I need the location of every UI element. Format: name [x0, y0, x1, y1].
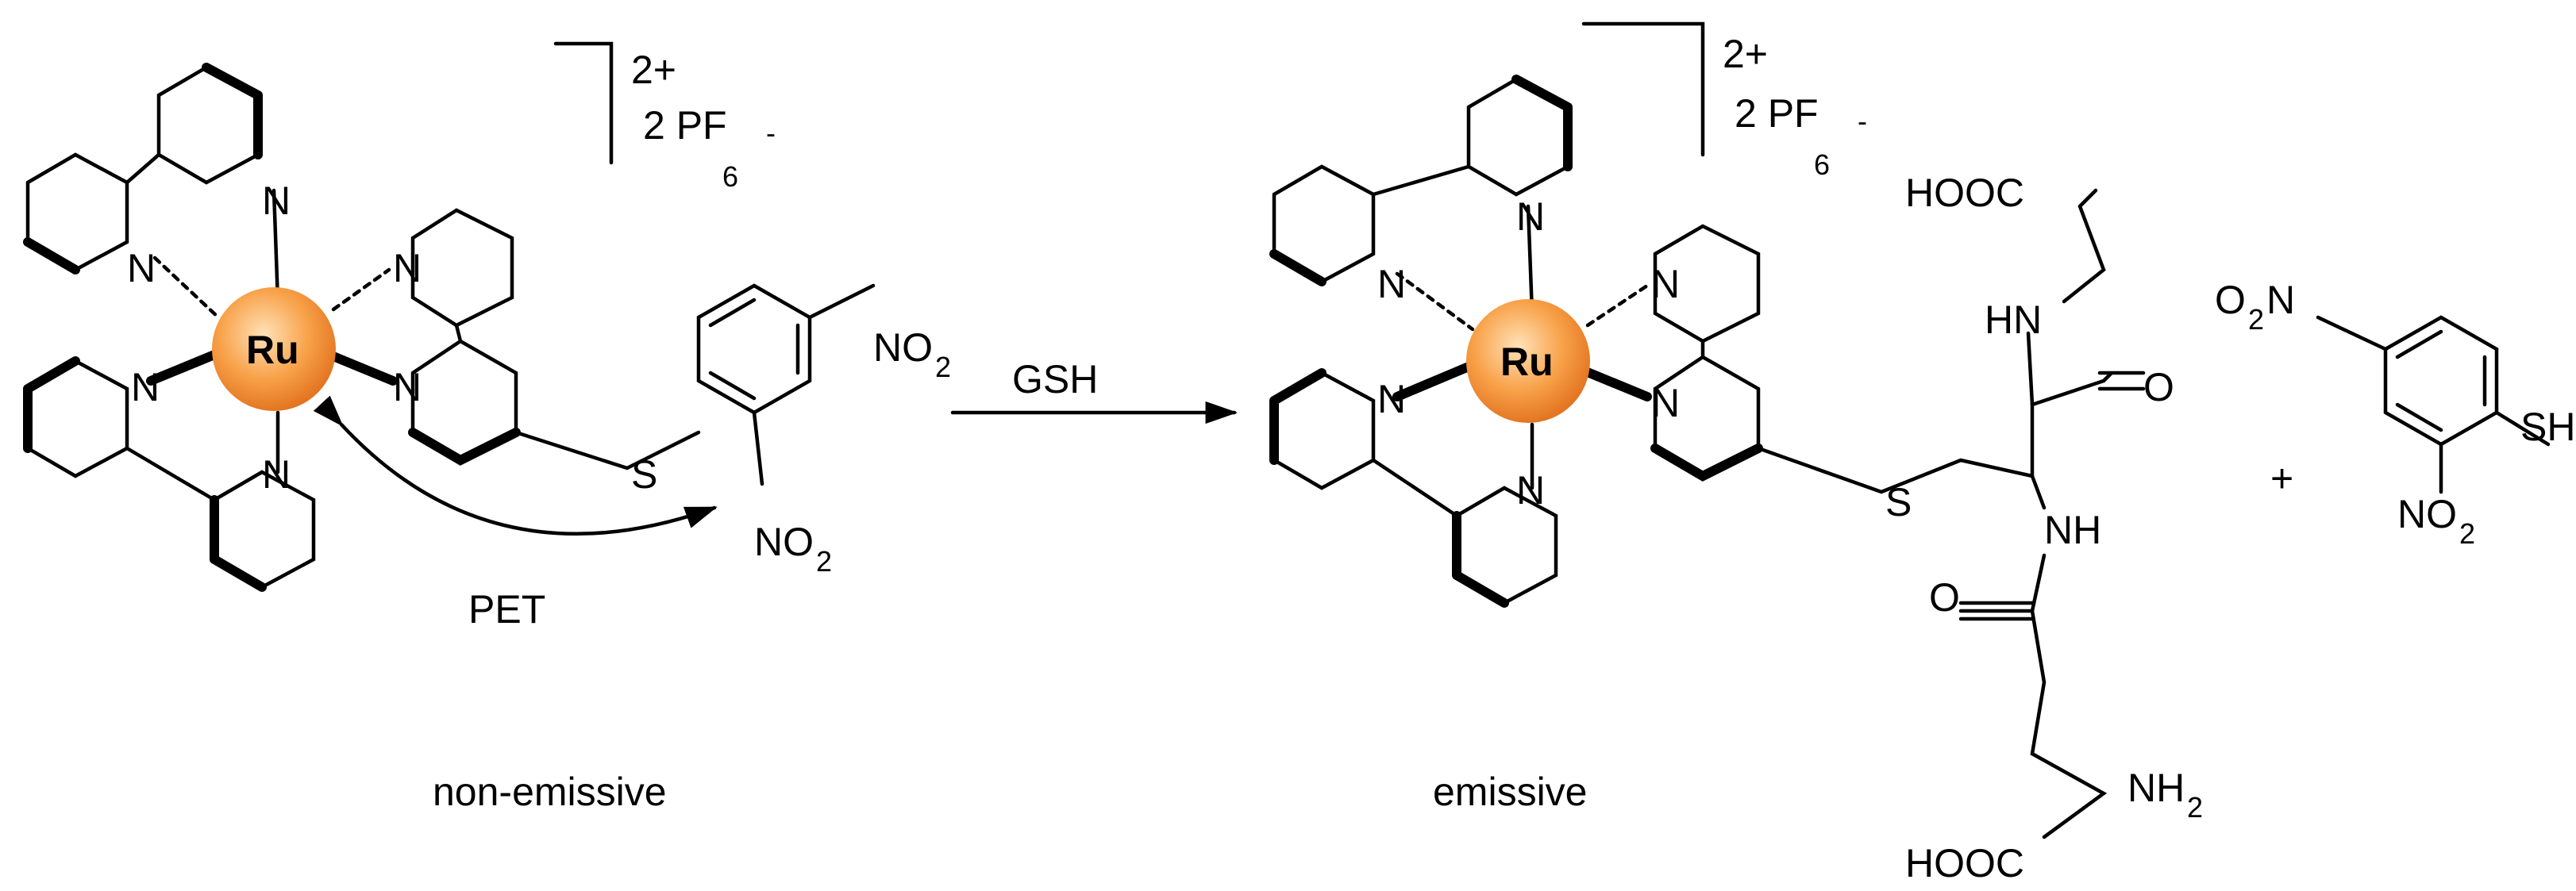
n-label: N	[131, 365, 160, 409]
no2-subscript-bottom: 2	[816, 545, 832, 578]
n-label: N	[393, 246, 422, 290]
counterion-label: 2 PF	[643, 103, 727, 148]
nh-label: NH	[2044, 508, 2101, 552]
pet-label: PET	[468, 587, 545, 632]
counterion-subscript: 6	[1814, 148, 1830, 181]
ru-label-right: Ru	[1500, 340, 1554, 384]
dinitrothiophenol: O 2 N SH NO 2	[2215, 278, 2575, 550]
right-bipy-bottom	[1269, 368, 1558, 608]
pet-arrow	[313, 395, 718, 536]
ru-sphere-left	[212, 287, 336, 411]
n-label: N	[1651, 381, 1680, 425]
ru-sphere-right	[1466, 299, 1590, 423]
no2-label-product: NO	[2397, 492, 2457, 536]
counterion-superscript: -	[1858, 105, 1867, 137]
n-label: N	[1516, 194, 1545, 239]
n-label: N	[127, 246, 156, 290]
right-bipy-top	[1269, 75, 1573, 286]
n-label: N	[1516, 468, 1545, 513]
non-emissive-label: non-emissive	[433, 770, 667, 814]
left-bipy-right	[408, 208, 521, 466]
counterion-subscript: 6	[722, 160, 738, 193]
dinitrophenyl-ring	[696, 283, 812, 415]
n-label: N	[1377, 377, 1406, 421]
right-complex: 2+ 2 PF 6 - Ru N	[1269, 21, 2203, 885]
n-label: N	[1651, 262, 1680, 306]
left-bipy-bottom	[23, 356, 316, 592]
o2n-o-label: O	[2215, 278, 2246, 322]
charge-bracket	[553, 41, 614, 165]
n-label: N	[262, 179, 291, 223]
hooc-label-top: HOOC	[1905, 171, 2024, 215]
s-label-right: S	[1885, 480, 1912, 524]
no2-subscript-top: 2	[935, 351, 951, 383]
s-label-left: S	[631, 452, 657, 497]
hn-label: HN	[1985, 298, 2042, 342]
charge-main: 2+	[1723, 32, 1768, 76]
charge-main: 2+	[631, 48, 676, 92]
left-bipy-top	[23, 63, 263, 275]
n-label: N	[393, 365, 422, 409]
sh-label: SH	[2520, 405, 2575, 449]
counterion-label: 2 PF	[1735, 91, 1819, 136]
no2-label-bottom: NO	[754, 520, 814, 564]
o-label-amide-2: O	[1929, 575, 1960, 620]
n-label: N	[1377, 262, 1406, 306]
o2n-subscript: 2	[2248, 303, 2264, 336]
charge-bracket	[1581, 21, 1705, 157]
o-label-amide-1: O	[2143, 365, 2174, 409]
n-label: N	[262, 452, 291, 497]
no2-subscript-product: 2	[2459, 517, 2475, 550]
no2-label-top: NO	[873, 325, 933, 370]
nh2-label: NH	[2127, 766, 2185, 810]
nh2-subscript: 2	[2187, 791, 2203, 824]
emissive-label: emissive	[1433, 770, 1587, 814]
left-complex: 2+ 2 PF 6 -	[23, 41, 951, 632]
plus-sign: +	[2270, 456, 2293, 501]
reagent-label: GSH	[1012, 357, 1098, 401]
ru-label-left: Ru	[246, 328, 299, 372]
hooc-label-bottom: HOOC	[1905, 841, 2024, 885]
counterion-superscript: -	[766, 117, 776, 149]
o2n-n-label: N	[2266, 278, 2295, 322]
